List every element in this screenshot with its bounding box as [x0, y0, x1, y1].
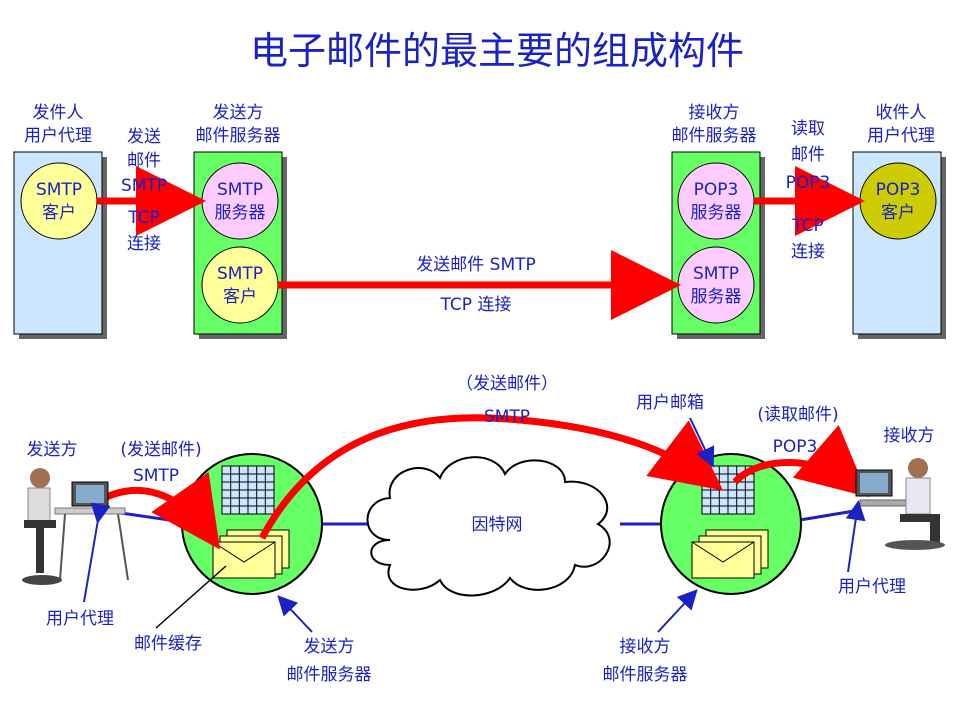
pop3-label: POP3 [773, 437, 818, 457]
send-label-4: TCP [127, 208, 160, 228]
mailbox-label: 用户邮箱 [636, 393, 704, 413]
read-label-4: TCP [791, 216, 824, 236]
top-smtp-label: SMTP [484, 407, 530, 427]
receiver-server-bottom-l1: 接收方 [620, 637, 671, 657]
send-label-5: 连接 [127, 234, 161, 254]
receiver-server-label-1: 接收方 [689, 103, 740, 123]
pointer-user-agent-right [845, 500, 866, 573]
sender-user-icon [22, 468, 129, 585]
smtp-server2-l1: SMTP [693, 264, 739, 284]
arrow-server-to-mailbox [258, 414, 724, 540]
sender-server-bottom-l2: 邮件服务器 [287, 665, 372, 685]
smtp-server2-l2: 服务器 [691, 287, 742, 307]
send-label-2: 邮件 [127, 151, 161, 171]
send-smtp-label: SMTP [133, 466, 179, 486]
sender-server-bottom-l1: 发送方 [304, 637, 355, 657]
receiver-agent-label-1: 收件人 [876, 103, 927, 123]
read-label-1: 读取 [791, 119, 825, 139]
user-agent-right-label: 用户代理 [838, 577, 906, 597]
pop3-client-l2: 客户 [881, 203, 915, 223]
sender-agent-label-2: 用户代理 [24, 126, 92, 146]
user-agent-left-label: 用户代理 [46, 609, 114, 629]
receiver-label: 接收方 [884, 426, 935, 446]
smtp-client-circle [20, 162, 98, 240]
internet-cloud-icon [366, 456, 611, 597]
smtp-client2-circle [201, 246, 279, 324]
receiver-server-bottom-l2: 邮件服务器 [603, 665, 688, 685]
internet-label: 因特网 [472, 515, 523, 535]
smtp-client-l1: SMTP [36, 180, 82, 200]
smtp-client2-l1: SMTP [217, 264, 263, 284]
receiver-server-label-2: 邮件服务器 [672, 126, 757, 146]
sender-server-label-2: 邮件服务器 [196, 126, 281, 146]
smtp-server-l1: SMTP [217, 180, 263, 200]
read-label-3: POP3 [786, 173, 831, 193]
left-grid-icon [221, 465, 275, 515]
smtp-client-l2: 客户 [42, 203, 76, 223]
smtp-server2-circle [677, 246, 755, 324]
page-title: 电子邮件的最主要的组成构件 [250, 29, 744, 73]
pop3-client-l1: POP3 [876, 180, 921, 200]
top-send-paren-label: （发送邮件） [456, 374, 558, 394]
sender-label: 发送方 [27, 440, 78, 460]
pop3-server-l1: POP3 [694, 180, 739, 200]
middle-label-2: TCP 连接 [440, 295, 512, 315]
left-mail-cache-icon [212, 529, 290, 579]
smtp-server-circle [201, 162, 279, 240]
read-paren-label: (读取邮件) [757, 405, 838, 425]
send-label-1: 发送 [127, 127, 161, 147]
pop3-server-l2: 服务器 [691, 203, 742, 223]
sender-server-label-1: 发送方 [213, 103, 264, 123]
pointer-sender-server [277, 595, 313, 633]
sender-agent-label-1: 发件人 [33, 103, 84, 123]
smtp-client2-l2: 客户 [223, 287, 257, 307]
arrow-mailbox-to-user [732, 424, 869, 498]
pointer-mailbox [689, 417, 715, 468]
read-label-5: 连接 [791, 242, 825, 262]
read-label-2: 邮件 [791, 145, 825, 165]
send-mail-paren-label: (发送邮件) [120, 440, 201, 460]
pop3-client-circle [859, 162, 937, 240]
pop3-server-circle [677, 162, 755, 240]
link-right-user [799, 508, 861, 522]
send-label-3: SMTP [121, 176, 167, 196]
pointer-receiver-server [657, 589, 698, 633]
pointer-mail-cache [155, 565, 227, 629]
receiver-agent-label-2: 用户代理 [867, 126, 935, 146]
smtp-server-l2: 服务器 [215, 203, 266, 223]
pointer-user-agent-left [83, 502, 111, 603]
mail-cache-label: 邮件缓存 [134, 634, 202, 654]
right-mail-cache-icon [691, 529, 769, 579]
middle-label-1: 发送邮件 SMTP [416, 255, 536, 275]
receiver-user-icon [855, 458, 945, 550]
